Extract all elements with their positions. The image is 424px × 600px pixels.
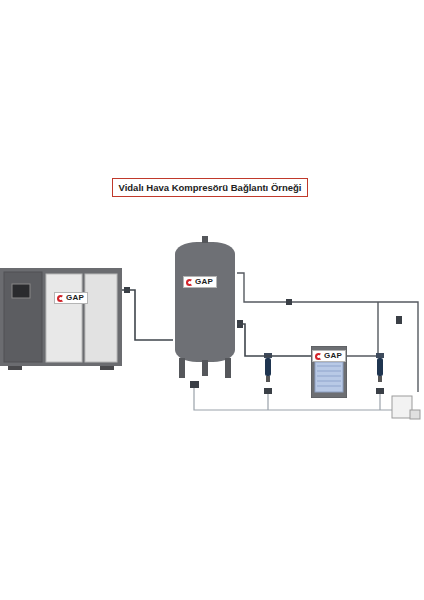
filter-bowl — [265, 358, 271, 376]
brand-name: GAP — [195, 278, 213, 286]
air-pipe — [237, 324, 311, 356]
drain-line — [379, 392, 380, 410]
service-drop — [417, 345, 418, 392]
tank-leg — [202, 360, 208, 376]
filter-bowl — [377, 358, 383, 376]
dryer-outlet-line — [347, 302, 378, 356]
brand-logo: GAP — [183, 276, 217, 288]
compressor-unit: GAP — [0, 268, 122, 370]
logo-swirl — [57, 295, 64, 302]
grille-slat — [317, 371, 341, 372]
brand-logo: GAP — [312, 350, 346, 362]
tank-leg — [225, 358, 231, 378]
drain-valve — [190, 381, 199, 388]
dryer-grille — [315, 362, 343, 392]
diagram-title: Vidalı Hava Kompresörü Bağlantı Örneği — [112, 178, 307, 197]
tank-shell — [175, 242, 235, 362]
side-panel — [4, 272, 42, 362]
drain-valve — [376, 388, 384, 394]
cabinet — [0, 268, 122, 366]
valve — [286, 299, 292, 305]
compressor-unit-outline — [0, 268, 122, 370]
brand-name: GAP — [66, 294, 84, 302]
safety-valve — [202, 236, 208, 243]
front-panel — [85, 274, 117, 362]
grille-slat — [317, 386, 341, 387]
dryer-cabinet — [311, 346, 347, 398]
separator-outlet — [410, 410, 420, 419]
oil-water-separator — [392, 396, 420, 419]
air-tank: GAP — [173, 236, 237, 380]
brand-name: GAP — [324, 352, 342, 360]
grille-slat — [317, 366, 341, 367]
air-pipe — [122, 290, 173, 340]
tank-leg — [179, 358, 185, 378]
air-lines — [237, 273, 418, 392]
foot — [8, 366, 22, 370]
line-filter — [376, 353, 384, 382]
compressor-body — [0, 268, 122, 370]
front-panel — [46, 274, 82, 362]
grille-slat — [317, 381, 341, 382]
foot — [100, 366, 114, 370]
air-dryer: GAP — [311, 346, 347, 398]
line-filter — [264, 353, 272, 382]
drain-lines — [194, 388, 400, 410]
air-tank-outline — [173, 236, 237, 380]
drain-line — [194, 388, 400, 410]
filter-head — [376, 353, 384, 358]
valve — [396, 316, 402, 324]
logo-swirl — [186, 279, 193, 286]
drain-line — [267, 392, 268, 410]
separator-body — [392, 396, 412, 418]
logo-swirl — [315, 353, 322, 360]
filter-drain — [378, 376, 382, 382]
tank-body — [175, 236, 235, 378]
drain-valve — [264, 388, 272, 394]
dryer-body — [311, 346, 347, 398]
brand-logo: GAP — [54, 292, 88, 304]
grille-slat — [317, 376, 341, 377]
control-screen — [12, 284, 30, 298]
filter-drain — [266, 376, 270, 382]
main-air-line — [237, 273, 418, 345]
